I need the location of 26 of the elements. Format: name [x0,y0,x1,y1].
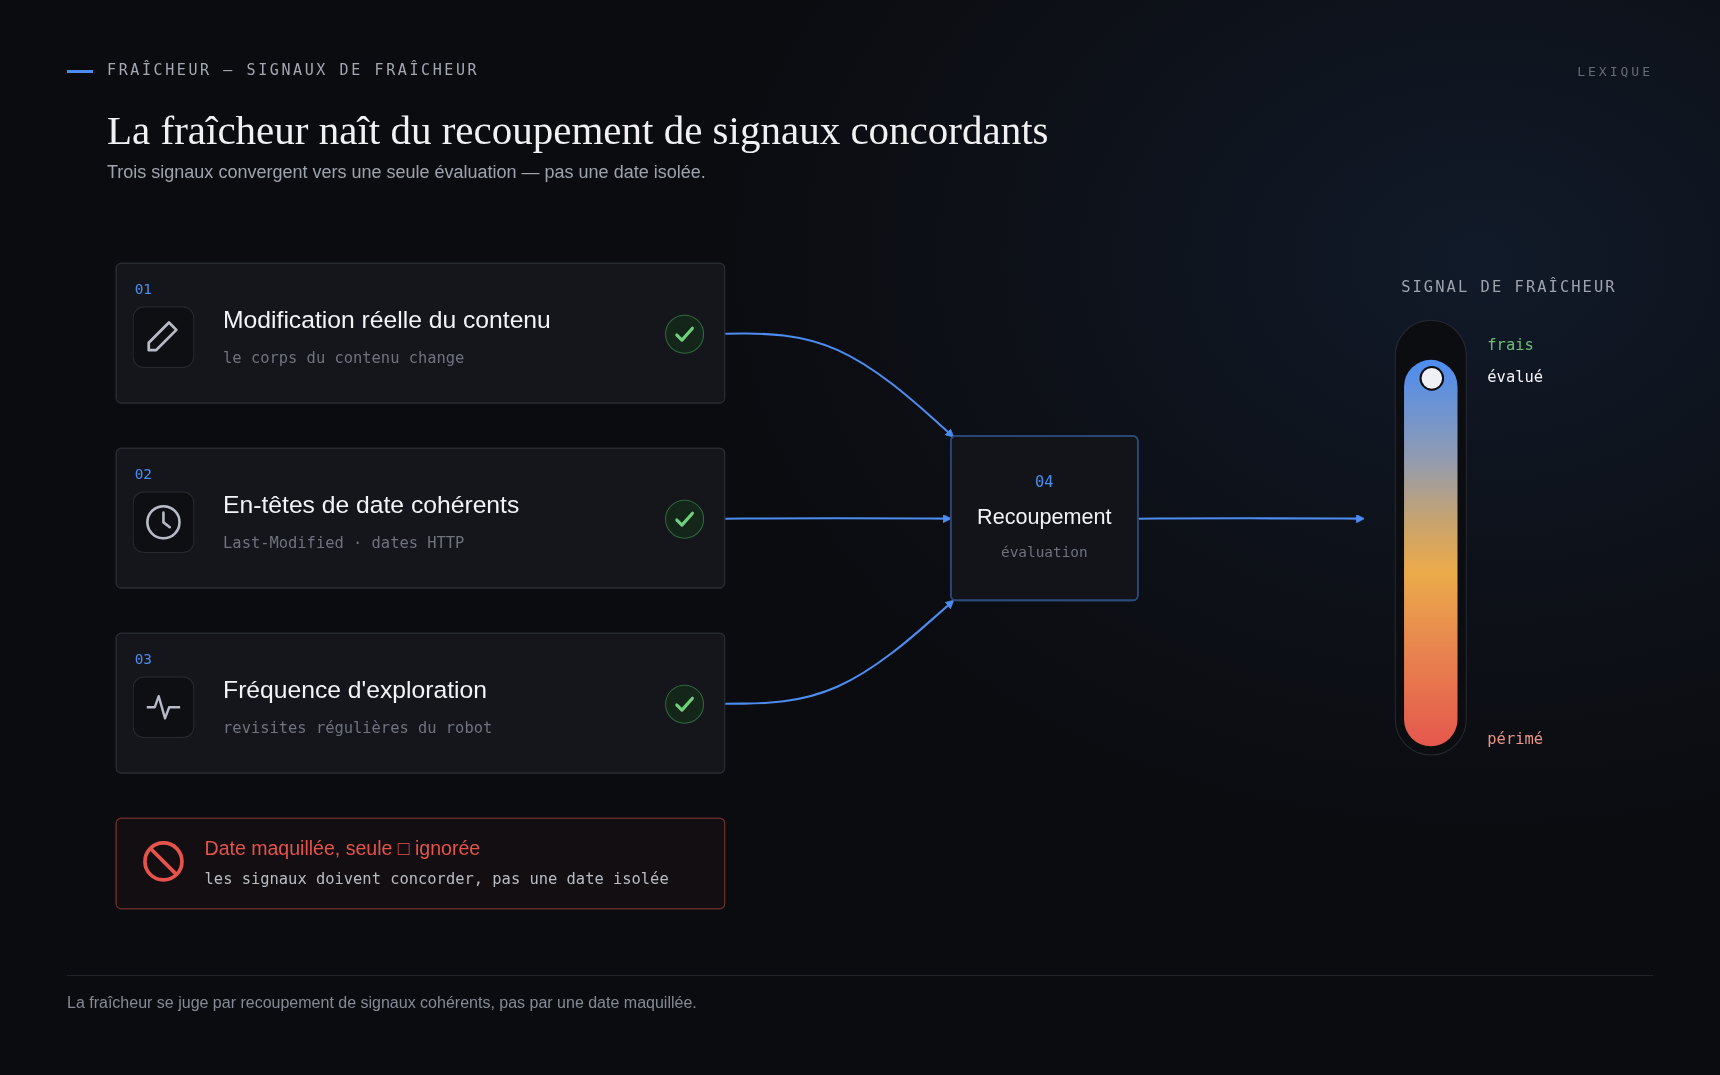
card-subtitle: Last-Modified · dates HTTP [223,532,465,554]
warning-title: Date maquillée, seule □ ignorée [204,836,481,862]
step-number: 01 [134,279,152,299]
step-number: 03 [134,649,152,669]
step-number: 02 [134,464,152,484]
gauge-heading: SIGNAL DE FRAÎCHEUR [1400,276,1618,298]
node-subtitle: évaluation [1000,542,1089,562]
page-title: La fraîcheur naît du recoupement de signaux concordants [107,106,1049,154]
scale-label: évalué [1487,367,1543,388]
arrow [725,599,955,705]
node-title: Recoupement [976,503,1113,531]
arrow [1138,514,1365,524]
subtitle: Trois signaux convergent vers une seule évaluation — pas une date isolée. [107,162,706,183]
eyebrow-label: FRAÎCHEUR — SIGNAUX DE FRAÎCHEUR [107,61,480,79]
scale-label: frais [1487,334,1534,355]
step-number: 04 [1034,472,1055,492]
footer-caption: La fraîcheur se juge par recoupement de signaux cohérents, pas par une date maquillée. [67,994,697,1012]
card-subtitle: le corps du contenu change [223,347,465,369]
card-title: Modification réelle du contenu [223,304,551,336]
card-title: En-têtes de date cohérents [223,489,520,521]
section-tag: LEXIQUE [1577,64,1653,79]
scale-label: périmé [1487,728,1543,750]
card-title: Fréquence d'exploration [223,674,487,706]
card-subtitle: revisites régulières du robot [223,717,493,739]
warning-text: les signaux doivent concorder, pas une date isolée [204,868,669,890]
arrow [725,332,955,438]
